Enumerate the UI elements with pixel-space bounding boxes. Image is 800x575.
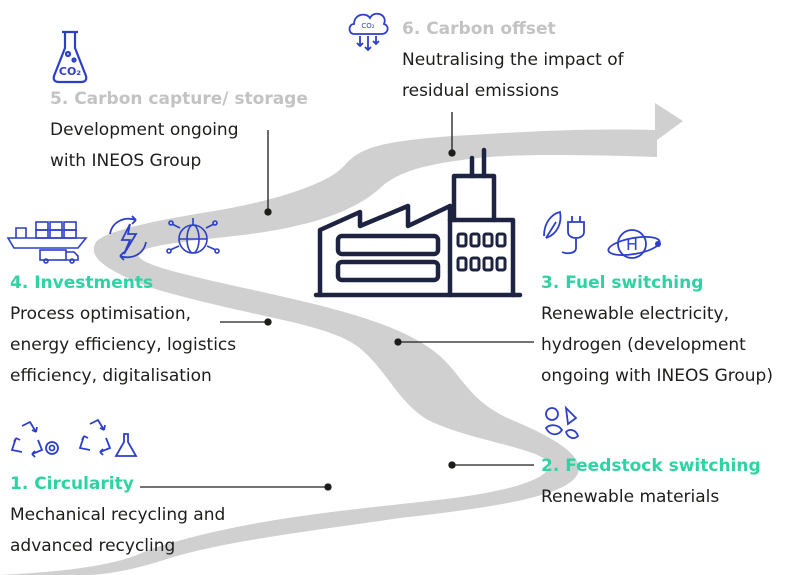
step-4-investments: 4. Investments Process optimisation, ene… bbox=[10, 272, 236, 392]
recycle-gear-icon bbox=[10, 420, 59, 458]
digital-globe-icon bbox=[166, 218, 220, 254]
co2-flask-label: CO₂ bbox=[59, 65, 81, 78]
leaf-plug-icon bbox=[543, 210, 585, 255]
step-3-title: 3. Fuel switching bbox=[541, 273, 704, 293]
step-2-feedstock-switching: 2. Feedstock switching Renewable materia… bbox=[541, 455, 761, 513]
step-3-desc-line-2: hydrogen (development bbox=[541, 335, 746, 355]
hydrogen-symbol: H bbox=[626, 235, 638, 254]
step-1-desc-line-1: Mechanical recycling and bbox=[10, 505, 226, 525]
step-5-desc-line-2: with INEOS Group bbox=[50, 151, 202, 171]
biomass-icon bbox=[544, 405, 580, 439]
recycle-flask-icon bbox=[78, 418, 138, 457]
step-6-desc-line-2: residual emissions bbox=[402, 81, 559, 101]
step-3-desc-line-3: ongoing with INEOS Group) bbox=[541, 366, 773, 386]
step-3-fuel-switching: 3. Fuel switching Renewable electricity,… bbox=[541, 272, 773, 392]
step-3-desc-line-1: Renewable electricity, bbox=[541, 304, 730, 324]
step-2-desc-line-1: Renewable materials bbox=[541, 487, 720, 507]
step-5-carbon-capture: 5. Carbon capture/ storage Development o… bbox=[50, 88, 308, 177]
step-4-desc-line-3: efficiency, digitalisation bbox=[10, 366, 212, 386]
step-5-desc-line-1: Development ongoing bbox=[50, 120, 239, 140]
step-6-desc-line-1: Neutralising the impact of bbox=[402, 50, 624, 70]
step-1-title: 1. Circularity bbox=[10, 474, 134, 494]
factory-icon bbox=[313, 147, 523, 298]
step-6-title: 6. Carbon offset bbox=[402, 19, 556, 39]
step-1-circularity: 1. Circularity Mechanical recycling and … bbox=[10, 473, 225, 562]
co2-cloud-label: CO₂ bbox=[361, 22, 374, 30]
ship-truck-icon bbox=[6, 221, 88, 264]
energy-cycle-icon bbox=[109, 215, 147, 261]
step-4-desc-line-1: Process optimisation, bbox=[10, 304, 191, 324]
step-6-carbon-offset: 6. Carbon offset Neutralising the impact… bbox=[402, 18, 624, 107]
step-2-title: 2. Feedstock switching bbox=[541, 456, 761, 476]
step-4-desc-line-2: energy efficiency, logistics bbox=[10, 335, 237, 355]
step-5-title: 5. Carbon capture/ storage bbox=[50, 89, 308, 109]
step-1-desc-line-2: advanced recycling bbox=[10, 536, 176, 556]
co2-flask-icon: CO₂ bbox=[52, 30, 88, 84]
hydrogen-atom-icon: H bbox=[607, 229, 661, 259]
co2-cloud-icon: CO₂ bbox=[348, 12, 389, 52]
step-4-title: 4. Investments bbox=[10, 273, 154, 293]
